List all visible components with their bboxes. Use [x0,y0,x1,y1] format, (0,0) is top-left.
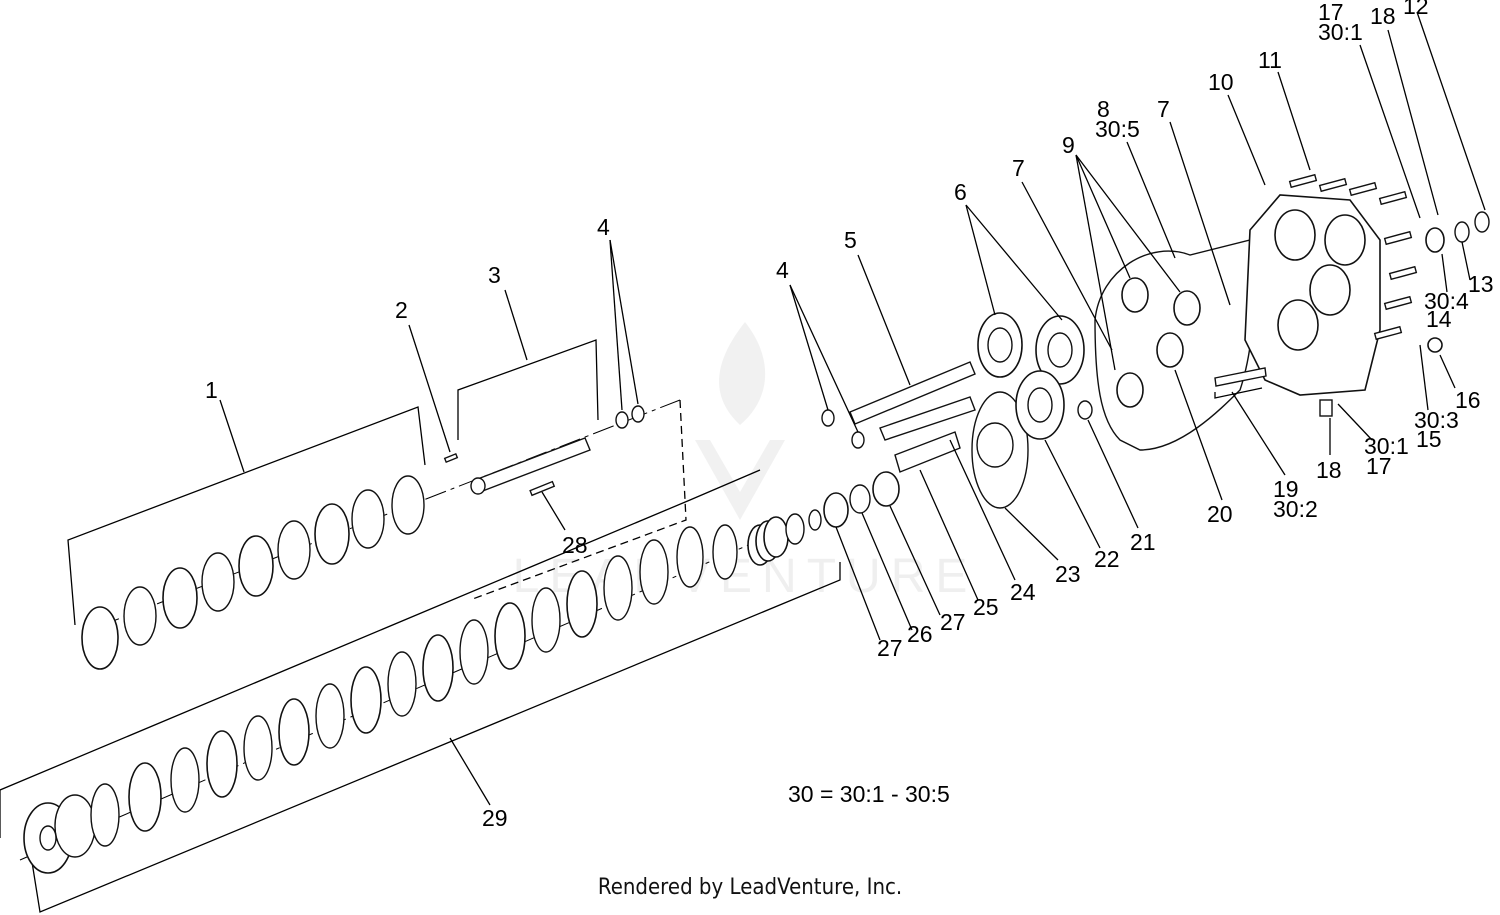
callout-22: 22 [1094,546,1120,572]
callout-23: 23 [1055,561,1081,587]
callout-25: 25 [973,594,999,620]
ring-4a [615,411,629,429]
shaft-25 [894,431,961,473]
leadventure-flame-logo [695,322,785,520]
callout-18-top: 18 [1370,3,1396,29]
callout-7-right: 7 [1157,96,1170,122]
spring-stack [747,509,822,566]
ring-4c [821,409,835,427]
callout-18-bottom: 18 [1316,457,1342,483]
callout-10: 10 [1208,69,1234,95]
callout-11: 11 [1258,47,1282,73]
bearing-9a [1121,277,1149,313]
callout-30-1-top: 30:1 [1318,19,1363,45]
callout-27-right: 27 [940,609,966,635]
ring-13 [1454,221,1470,243]
hub-23 [976,422,1014,468]
input-shaft-group [443,339,687,601]
callout-2: 2 [395,297,408,323]
ring-26 [849,484,871,514]
callout-15: 15 [1416,426,1442,452]
callout-9: 9 [1062,132,1075,158]
input-shaft-3 [474,437,591,493]
callout-14: 14 [1426,306,1452,332]
bracket-3-dashed [469,399,687,601]
bracket-29 [0,469,761,838]
seal-14 [1425,227,1445,253]
callout-7-left: 7 [1012,155,1025,181]
clutch-drum-rear [54,794,96,858]
callout-17-top: 17 [1318,0,1344,25]
callout-30-2: 30:2 [1273,496,1318,522]
callout-1: 1 [205,377,218,403]
bracket-1 [67,406,426,626]
ring-12 [1474,211,1490,233]
shaft-24 [879,396,976,441]
bearing-27a [823,492,849,528]
bracket-3 [457,339,599,440]
clutch-plates-lower [90,524,738,847]
callout-28: 28 [562,532,588,558]
upper-clutch-group [67,399,681,670]
clutch-drum-hub [39,825,57,851]
callout-27-left: 27 [877,635,903,661]
pin-2 [443,452,459,464]
callout-12: 12 [1403,0,1429,19]
bracket-19 [1214,387,1263,399]
callout-30-1-bottom: 30:1 [1364,433,1409,459]
callout-30-4: 30:4 [1424,288,1469,314]
callout-8: 8 [1097,96,1110,122]
callout-19: 19 [1273,476,1299,502]
callout-labels: 1 2 3 4 4 5 6 7 7 8 30:5 9 10 11 17 30:1… [205,0,1494,831]
ring-4b [631,405,645,423]
legend-note: 30 = 30:1 - 30:5 [788,781,950,807]
callout-5: 5 [844,227,857,253]
plug-18 [1319,399,1333,417]
callout-24: 24 [1010,579,1036,605]
bearing-20 [1156,332,1184,368]
callout-16: 16 [1455,387,1481,413]
bearing-9c [1116,372,1144,408]
ring-21 [1077,400,1093,420]
bearing-9b [1173,290,1201,326]
leader-lines [219,11,1486,806]
clutch-pack-assembly [0,391,1029,913]
callout-29: 29 [482,805,508,831]
plug-16 [1427,337,1443,353]
pin-28 [529,480,556,497]
callout-6: 6 [954,179,967,205]
bracket-29-bottom [31,562,841,913]
callout-26: 26 [907,621,933,647]
callout-21: 21 [1130,529,1156,555]
callout-13: 13 [1468,271,1494,297]
shaft-5 [849,361,976,425]
callout-17-bottom: 17 [1366,453,1392,479]
gear-shafts-group [821,312,1093,449]
callout-3: 3 [488,262,501,288]
callout-4-left: 4 [597,214,610,240]
callout-30-5: 30:5 [1095,116,1140,142]
callout-20: 20 [1207,501,1233,527]
bolts-11 [1288,173,1418,341]
pin-19 [1214,367,1267,387]
callout-4-right: 4 [776,257,789,283]
ring-4d [851,431,865,449]
center-axis-upper [89,399,681,631]
bearing-27b [872,471,900,507]
callout-30-3: 30:3 [1414,407,1459,433]
footer-credit: Rendered by LeadVenture, Inc. [597,875,903,900]
housing-group [1094,173,1490,451]
